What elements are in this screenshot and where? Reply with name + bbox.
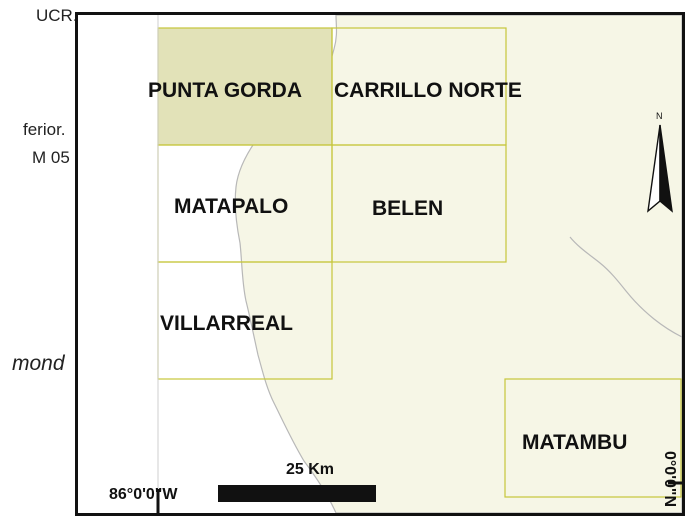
quad-label-villarreal: VILLARREAL xyxy=(160,312,293,335)
quad-fill-punta-gorda xyxy=(158,28,332,145)
side-text-line-4: mond xyxy=(12,352,65,375)
longitude-label: 86°0'0"W xyxy=(109,486,178,503)
latitude-label: 0°0'0"N xyxy=(661,451,678,508)
quad-label-carrillo-norte: CARRILLO NORTE xyxy=(334,79,522,102)
quad-label-matambu: MATAMBU xyxy=(522,431,628,454)
map-canvas xyxy=(156,15,682,513)
side-text-line-3: M 05 xyxy=(32,148,70,167)
scale-bar-label: 25 Km xyxy=(286,461,335,478)
quad-label-matapalo: MATAPALO xyxy=(174,195,289,218)
quad-label-belen: BELEN xyxy=(372,197,444,220)
quad-border-matambu xyxy=(504,378,682,498)
quad-label-punta-gorda: PUNTA GORDA xyxy=(148,79,302,102)
scale-bar xyxy=(218,485,376,502)
north-arrow-letter: N xyxy=(656,111,663,121)
river xyxy=(569,236,682,338)
quad-border-belen xyxy=(331,144,507,263)
side-text-line-1: UCR. xyxy=(36,6,78,25)
north-arrow-icon xyxy=(647,124,673,213)
side-text-line-2: ferior. xyxy=(23,120,66,139)
map-frame[interactable]: N PUNTA GORDA CARRILLO NORTE MATAPALO BE… xyxy=(75,12,685,516)
